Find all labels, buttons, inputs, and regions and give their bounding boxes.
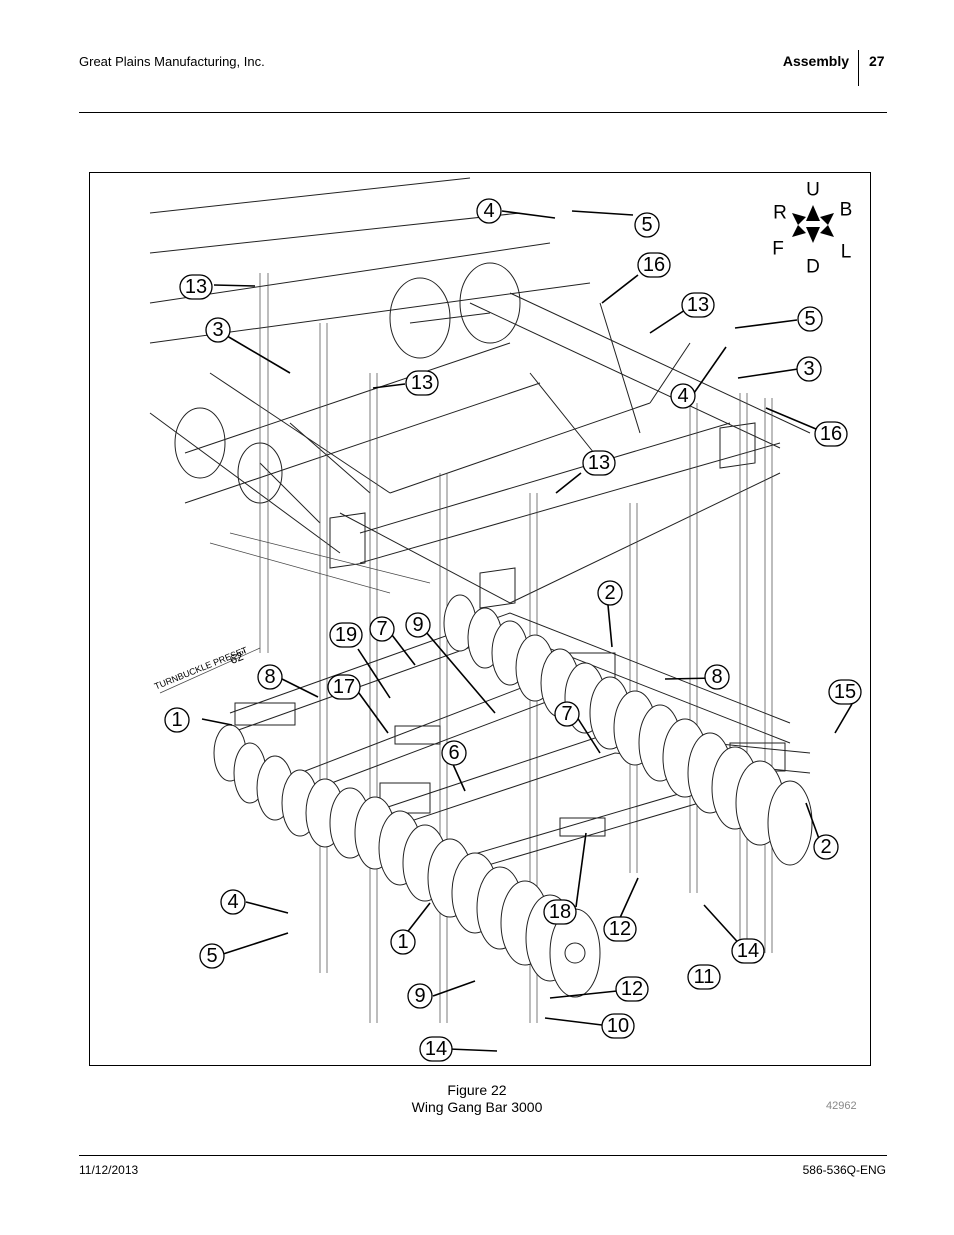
figure-caption: Figure 22 Wing Gang Bar 3000: [0, 1082, 954, 1116]
svg-text:6: 6: [448, 742, 459, 764]
svg-text:1: 1: [397, 931, 408, 953]
header-company: Great Plains Manufacturing, Inc.: [79, 54, 265, 69]
hanger-rods: [259, 273, 773, 1023]
callout-13-center: 13: [405, 370, 439, 396]
callout-11: 11: [687, 964, 721, 990]
callout-5-top: 5: [634, 212, 660, 238]
svg-text:7: 7: [376, 618, 387, 640]
svg-text:5: 5: [641, 214, 652, 236]
callout-6: 6: [441, 740, 467, 766]
disc-blades: [213, 594, 813, 998]
compass-up: U: [806, 180, 820, 201]
compass-front: F: [772, 239, 784, 260]
footer-rule: [79, 1155, 887, 1156]
svg-text:4: 4: [227, 891, 238, 913]
svg-text:18: 18: [549, 901, 571, 923]
header-separator: [858, 50, 859, 86]
figure-frame: TURNBUCKLE PRESET 62" U R B F L D: [89, 172, 871, 1066]
callout-18: 18: [543, 899, 577, 925]
header-rule: [79, 112, 887, 113]
svg-text:3: 3: [212, 319, 223, 341]
callout-3-left: 3: [205, 317, 231, 343]
svg-text:11: 11: [694, 966, 715, 988]
callout-17: 17: [327, 674, 361, 700]
header-section: Assembly: [782, 53, 849, 69]
svg-text:8: 8: [264, 666, 275, 688]
callout-7-left: 7: [369, 616, 395, 642]
callout-8-right: 8: [704, 664, 730, 690]
svg-text:19: 19: [335, 624, 357, 646]
svg-text:2: 2: [604, 582, 615, 604]
figure-id: 42962: [826, 1100, 857, 1112]
footer-date: 11/12/2013: [79, 1163, 139, 1177]
svg-text:2: 2: [820, 836, 831, 858]
svg-text:17: 17: [333, 676, 355, 698]
callout-4-right: 4: [670, 383, 696, 409]
svg-text:9: 9: [414, 985, 425, 1007]
svg-text:9: 9: [412, 614, 423, 636]
svg-text:16: 16: [820, 423, 842, 445]
svg-text:14: 14: [425, 1038, 447, 1060]
svg-text:13: 13: [185, 276, 207, 298]
callout-4-bottom: 4: [220, 889, 246, 915]
mainframe-drawing: [149, 177, 811, 609]
callout-14-right: 14: [731, 938, 765, 964]
svg-text:5: 5: [206, 945, 217, 967]
figure-title: Wing Gang Bar 3000: [411, 1099, 543, 1115]
callout-8-left: 8: [257, 664, 283, 690]
svg-text:12: 12: [609, 918, 631, 940]
svg-text:4: 4: [483, 200, 494, 222]
compass-rear: R: [773, 203, 787, 224]
callout-16-top: 16: [637, 252, 671, 278]
callout-10: 10: [601, 1013, 635, 1039]
svg-text:5: 5: [804, 308, 815, 330]
orientation-compass: U R B F L D: [772, 180, 852, 278]
svg-text:3: 3: [803, 358, 814, 380]
callout-19: 19: [329, 622, 363, 648]
svg-text:4: 4: [677, 385, 688, 407]
callout-2-top: 2: [597, 580, 623, 606]
compass-left: L: [841, 242, 852, 263]
callout-5-bottom: 5: [199, 943, 225, 969]
callout-13-right: 13: [681, 292, 715, 318]
svg-text:16: 16: [643, 254, 665, 276]
svg-text:14: 14: [737, 940, 759, 962]
callout-4-top: 4: [476, 198, 502, 224]
callout-16-right: 16: [814, 421, 848, 447]
turnbuckle-dimension-value: 62": [228, 648, 250, 668]
svg-text:1: 1: [171, 709, 182, 731]
callout-13-left: 13: [179, 274, 213, 300]
callout-9-bottom: 9: [407, 983, 433, 1009]
callout-5-right: 5: [797, 306, 823, 332]
svg-text:13: 13: [411, 372, 433, 394]
header-page-number: 27: [869, 53, 885, 69]
compass-down: D: [806, 257, 820, 278]
svg-text:7: 7: [561, 703, 572, 725]
svg-text:13: 13: [687, 294, 709, 316]
callout-1-bottom: 1: [390, 929, 416, 955]
callout-12-upper: 12: [603, 916, 637, 942]
svg-text:13: 13: [588, 452, 610, 474]
callout-7-right: 7: [554, 701, 580, 727]
compass-back: B: [840, 200, 853, 221]
callout-13-middle: 13: [582, 450, 616, 476]
callout-15: 15: [828, 679, 862, 705]
svg-text:12: 12: [621, 978, 643, 1000]
svg-text:8: 8: [711, 666, 722, 688]
assembly-drawing: TURNBUCKLE PRESET 62" U R B F L D: [149, 177, 862, 1062]
figure-number: Figure 22: [447, 1082, 507, 1098]
svg-text:10: 10: [607, 1015, 629, 1037]
callout-14-bottom: 14: [419, 1036, 453, 1062]
callout-12-lower: 12: [615, 976, 649, 1002]
footer-doc-number: 586-536Q-ENG: [802, 1163, 886, 1177]
callout-2-bottom: 2: [813, 834, 839, 860]
callout-1-left: 1: [164, 707, 190, 733]
callout-9-top: 9: [405, 612, 431, 638]
turnbuckle-dimension: TURNBUCKLE PRESET 62": [153, 645, 261, 694]
part-callouts: 4 5 16 13 3 13 5 3 4 16 13 13 2 19 7 9 8…: [164, 198, 862, 1062]
callout-3-right: 3: [796, 356, 822, 382]
svg-text:15: 15: [834, 681, 856, 703]
